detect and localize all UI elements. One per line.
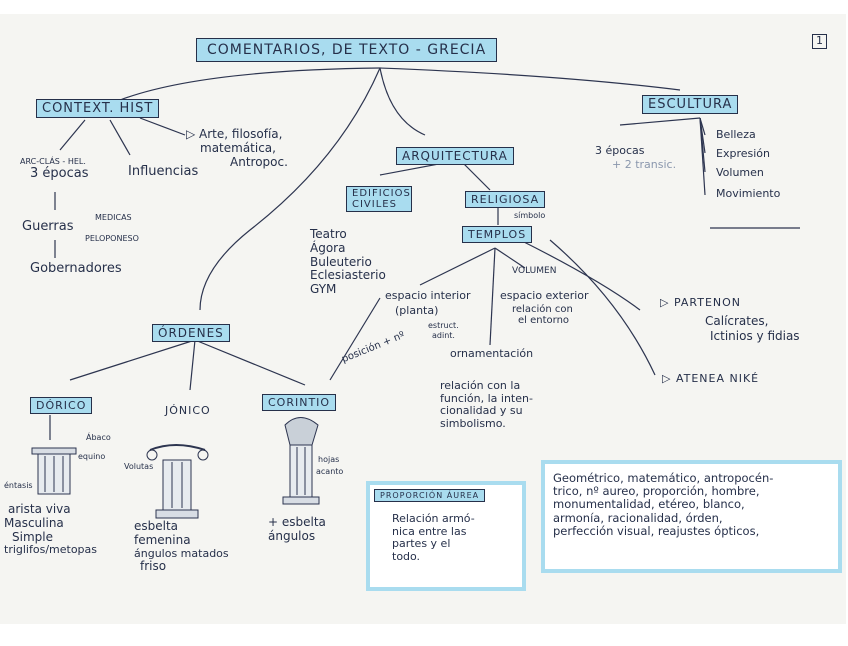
leaves-label: hojas [318, 455, 340, 464]
sculpture-epochs: 3 épocas [595, 144, 645, 157]
interior-label: espacio interior [385, 289, 471, 302]
religious-heading: RELIGIOSA [465, 191, 546, 208]
civil-buildings-heading: EDIFICIOS CIVILES [346, 186, 412, 212]
doric-notes: arista viva Masculina Simple triglifos/m… [4, 502, 98, 557]
influences-label: Influencias [128, 164, 199, 179]
note-line: todo. [392, 549, 421, 563]
parthenon-authors: Calícrates, [705, 314, 769, 328]
note-line: Masculina [4, 515, 64, 530]
athena-label: ▷ ATENEA NIKÉ [662, 372, 760, 385]
abaco-label: Ábaco [86, 433, 111, 442]
structure-label-2: adint. [432, 331, 455, 340]
arts-label-3: Antropoc. [230, 155, 288, 169]
note-line: arista viva [8, 502, 71, 516]
sculpture-heading: ESCULTURA [642, 95, 739, 114]
note-line: femenina [134, 532, 191, 547]
golden-ratio-text: Relación armó- nica entre las partes y e… [392, 512, 475, 564]
note-line: función, la inten- [440, 391, 533, 405]
note-line: cionalidad y su [440, 404, 523, 418]
sculpture-transitions: + 2 transic. [612, 158, 677, 171]
note-line: + esbelta [268, 515, 326, 529]
corinthian-heading: CORINTIO [262, 394, 337, 411]
note-line: esbelta [134, 519, 179, 533]
sculpture-item: Belleza [716, 128, 756, 141]
epochs-label: 3 épocas [30, 166, 89, 181]
wars-medicas: MEDICAS [95, 213, 132, 222]
summary-line: armonía, racionalidad, órden, [553, 510, 723, 525]
summary-text: Geométrico, matemático, antropocén- tric… [553, 471, 774, 538]
note-line: Relación armó- [392, 512, 475, 525]
temples-heading: TEMPLOS [462, 226, 533, 243]
volutas-label: Volutas [124, 462, 154, 471]
list-item: Ágora [310, 240, 346, 255]
summary-line: monumentalidad, etéreo, blanco, [553, 497, 745, 512]
entasis-label: éntasis [4, 481, 33, 490]
list-item: Eclesiasterio [310, 268, 386, 283]
architecture-heading: ARQUITECTURA [396, 147, 514, 165]
civil-buildings-list: Teatro Ágora Buleuterio Eclesiasterio GY… [310, 227, 386, 297]
list-item: Buleuterio [310, 254, 372, 269]
note-line: triglifos/metopas [4, 543, 98, 557]
summary-line: perfección visual, reajustes ópticos, [553, 523, 760, 538]
wars-peloponeso: PELOPONESO [85, 234, 139, 243]
exterior-relation: relación con [512, 304, 573, 315]
corinthian-notes: + esbelta ángulos [268, 515, 326, 544]
equino-label: equino [78, 452, 106, 461]
note-line: simbolismo. [440, 416, 506, 430]
epochs-tag: ARC-CLÁS - HEL. [20, 157, 86, 166]
note-line: ángulos [268, 528, 316, 543]
exterior-relation-2: el entorno [518, 315, 570, 326]
volume-label: VOLUMEN [512, 266, 557, 276]
exterior-label: espacio exterior [500, 289, 589, 302]
ionic-heading: JÓNICO [165, 404, 211, 417]
golden-ratio-panel: PROPORCIÓN ÁUREA Relación armó- nica ent… [366, 481, 526, 591]
note-line: Simple [12, 529, 53, 544]
summary-line: trico, nº aureo, proporción, hombre, [553, 484, 760, 499]
structure-label: estruct. [428, 321, 459, 330]
sculpture-item: Volumen [716, 166, 764, 179]
plan-label: (planta) [395, 304, 439, 317]
rulers-label: Gobernadores [30, 261, 122, 276]
wars-label: Guerras [22, 219, 74, 234]
ionic-notes: esbelta femenina ángulos matados friso [134, 519, 229, 574]
summary-panel: Geométrico, matemático, antropocén- tric… [541, 460, 842, 573]
arts-label: ▷ Arte, filosofía, [186, 127, 283, 141]
context-heading: CONTEXT. HIST [36, 99, 160, 118]
sculpture-item: Expresión [716, 147, 770, 160]
parthenon-label: ▷ PARTENON [660, 296, 742, 309]
note-line: nica entre las [392, 524, 467, 538]
leaves-label-2: acanto [316, 467, 344, 476]
note-line: ángulos matados [134, 546, 229, 560]
list-item: GYM [310, 282, 337, 297]
corinthian-column-drawing [282, 417, 320, 505]
symbol-label: símbolo [514, 211, 546, 220]
ornament-label: ornamentación [450, 347, 534, 360]
golden-ratio-heading: PROPORCIÓN ÁUREA [374, 489, 486, 502]
arts-label-2: matemática, [200, 141, 276, 155]
page-title: COMENTARIOS, DE TEXTO - GRECIA [196, 38, 498, 62]
summary-line: Geométrico, matemático, antropocén- [553, 471, 774, 485]
doric-heading: DÓRICO [30, 397, 93, 414]
note-line: friso [140, 559, 167, 574]
list-item: Teatro [310, 227, 347, 241]
ionic-column-drawing [146, 444, 209, 519]
parthenon-authors-2: Ictinios y fidias [710, 329, 800, 343]
note-line: partes y el [392, 537, 451, 551]
note-line: relación con la [440, 379, 521, 392]
sculpture-item: Movimiento [716, 187, 781, 200]
orders-heading: ÓRDENES [152, 324, 230, 342]
ornament-notes: relación con la función, la inten- ciona… [440, 379, 533, 431]
doric-column-drawing [31, 447, 77, 495]
page-number: 1 [812, 34, 827, 49]
